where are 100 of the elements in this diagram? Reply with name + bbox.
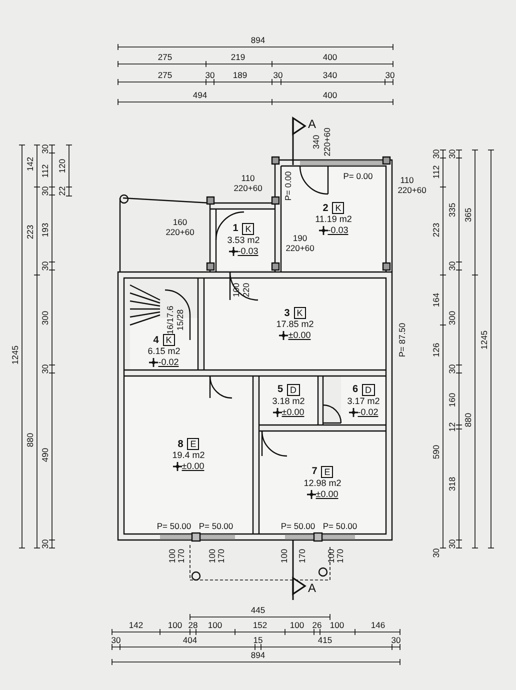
dimension-label: 590 <box>431 444 441 460</box>
floor-level: -0.03 <box>328 225 348 236</box>
dimension-label: 22 <box>57 186 67 196</box>
room-area: 11.19 m2 <box>315 214 352 225</box>
dimension-label: 26 <box>312 620 322 630</box>
dimension-label: 1245 <box>10 346 20 364</box>
room-type-code: K <box>242 222 254 234</box>
dimension-label: 30 <box>385 70 395 80</box>
dimension-label: 30 <box>40 364 50 374</box>
room-area: 3.53 m2 <box>227 234 260 246</box>
opening-size: 220+60 <box>286 243 314 253</box>
dimension-label: 340 <box>322 70 338 80</box>
sill-height: P= 0.00 <box>283 171 293 201</box>
dimension-label: 30 <box>40 144 50 154</box>
opening-size: 170 <box>176 548 186 564</box>
room-number: 4 <box>153 334 159 346</box>
room-type-code: E <box>187 438 200 450</box>
room-number: 6 <box>352 384 358 395</box>
dimension-label: 30 <box>205 70 215 80</box>
dimension-label: 30 <box>431 149 441 159</box>
dimension-label: 100 <box>290 620 304 630</box>
opening-size: 100 <box>207 548 217 564</box>
dimension-label: 100 <box>208 620 222 630</box>
dimension-label: 30 <box>431 548 441 558</box>
dimension-label: 15 <box>253 635 263 645</box>
sill-height: P= 87.50 <box>397 322 407 358</box>
opening-size: 110 <box>400 175 414 185</box>
room <box>212 209 275 270</box>
dimension-label: 30 <box>273 70 283 80</box>
sill-height: P= 50.00 <box>156 521 192 531</box>
opening-size: 110 <box>241 173 255 183</box>
dimension-label: 219 <box>230 52 246 62</box>
dimension-label: 152 <box>252 620 268 630</box>
dimension-label: 365 <box>463 208 473 222</box>
dimension-label: 1245 <box>479 330 489 350</box>
room-number: 8 <box>178 438 184 450</box>
sill-height: P= 50.00 <box>280 521 316 531</box>
opening-size: 170 <box>297 548 307 564</box>
opening-size: 170 <box>335 548 345 564</box>
opening-size: 170 <box>216 548 226 564</box>
dimension-label: 112 <box>40 164 50 178</box>
dimension-label: 400 <box>322 52 338 62</box>
room-area: 3.18 m2 <box>272 396 305 406</box>
room <box>341 376 386 425</box>
floor-level: ±0.00 <box>316 488 338 500</box>
section-label: A <box>308 119 316 129</box>
dimension-label: 100 <box>330 620 344 630</box>
dimension-label: 112 <box>431 165 441 179</box>
dimension-label: 189 <box>232 70 248 80</box>
dimension-label: 300 <box>40 310 50 326</box>
dimension-label: 445 <box>250 605 266 615</box>
dimension-label: 142 <box>25 156 35 172</box>
opening-size: 100 <box>326 548 336 564</box>
dimension-label: 164 <box>431 292 441 308</box>
room-type-code: K <box>294 307 306 319</box>
dimension-label: 30 <box>447 364 457 374</box>
dimension-label: 223 <box>431 222 441 238</box>
dimension-label: 894 <box>250 650 266 660</box>
sill-height: P= 50.00 <box>322 521 358 531</box>
dimension-label: 28 <box>188 620 198 630</box>
room <box>259 431 386 534</box>
floor-level: ±0.00 <box>282 406 304 418</box>
room-type-code: D <box>287 384 300 396</box>
stair-label: 15/28 <box>175 309 185 331</box>
room-type-code: K <box>332 202 344 214</box>
room-type-code: D <box>362 384 375 396</box>
room <box>259 376 318 425</box>
dimension-label: 300 <box>447 310 457 326</box>
dimension-label: 404 <box>182 635 198 645</box>
dimension-label: 30 <box>40 539 50 549</box>
floor-level: -0.03 <box>238 246 258 256</box>
dimension-label: 335 <box>447 202 457 218</box>
dimension-label: 275 <box>158 52 172 62</box>
floor-level: ±0.00 <box>288 330 311 341</box>
room-number: 5 <box>277 384 284 395</box>
section-label: A <box>308 583 316 593</box>
dimension-label: 30 <box>111 635 121 645</box>
opening-size: 100 <box>279 548 289 564</box>
dimension-label: 223 <box>25 224 35 240</box>
opening-size: 220+60 <box>166 227 194 237</box>
room-number: 7 <box>312 466 318 477</box>
opening-size: 160 <box>172 217 188 227</box>
dimension-label: 494 <box>192 90 208 100</box>
room-number: 2 <box>322 202 328 214</box>
dimension-label: 220+60 <box>322 128 332 156</box>
sill-height: P= 0.00 <box>343 171 373 181</box>
dimension-label: 30 <box>447 539 457 549</box>
dimension-label: 894 <box>250 35 266 45</box>
opening-size: 220+60 <box>234 183 262 193</box>
dimension-label: 30 <box>447 261 457 271</box>
floor-level: -0.02 <box>358 406 378 418</box>
dimension-label: 126 <box>431 342 441 358</box>
dimension-label: 400 <box>322 90 338 100</box>
dimension-label: 12 <box>447 422 457 432</box>
dimension-label: 30 <box>391 635 401 645</box>
room-type-code: E <box>321 466 334 478</box>
opening-size: 220+60 <box>398 185 426 195</box>
dimension-label: 275 <box>158 70 172 80</box>
dimension-label: 30 <box>447 149 457 159</box>
stair-label: 16/17.6 <box>165 306 175 334</box>
